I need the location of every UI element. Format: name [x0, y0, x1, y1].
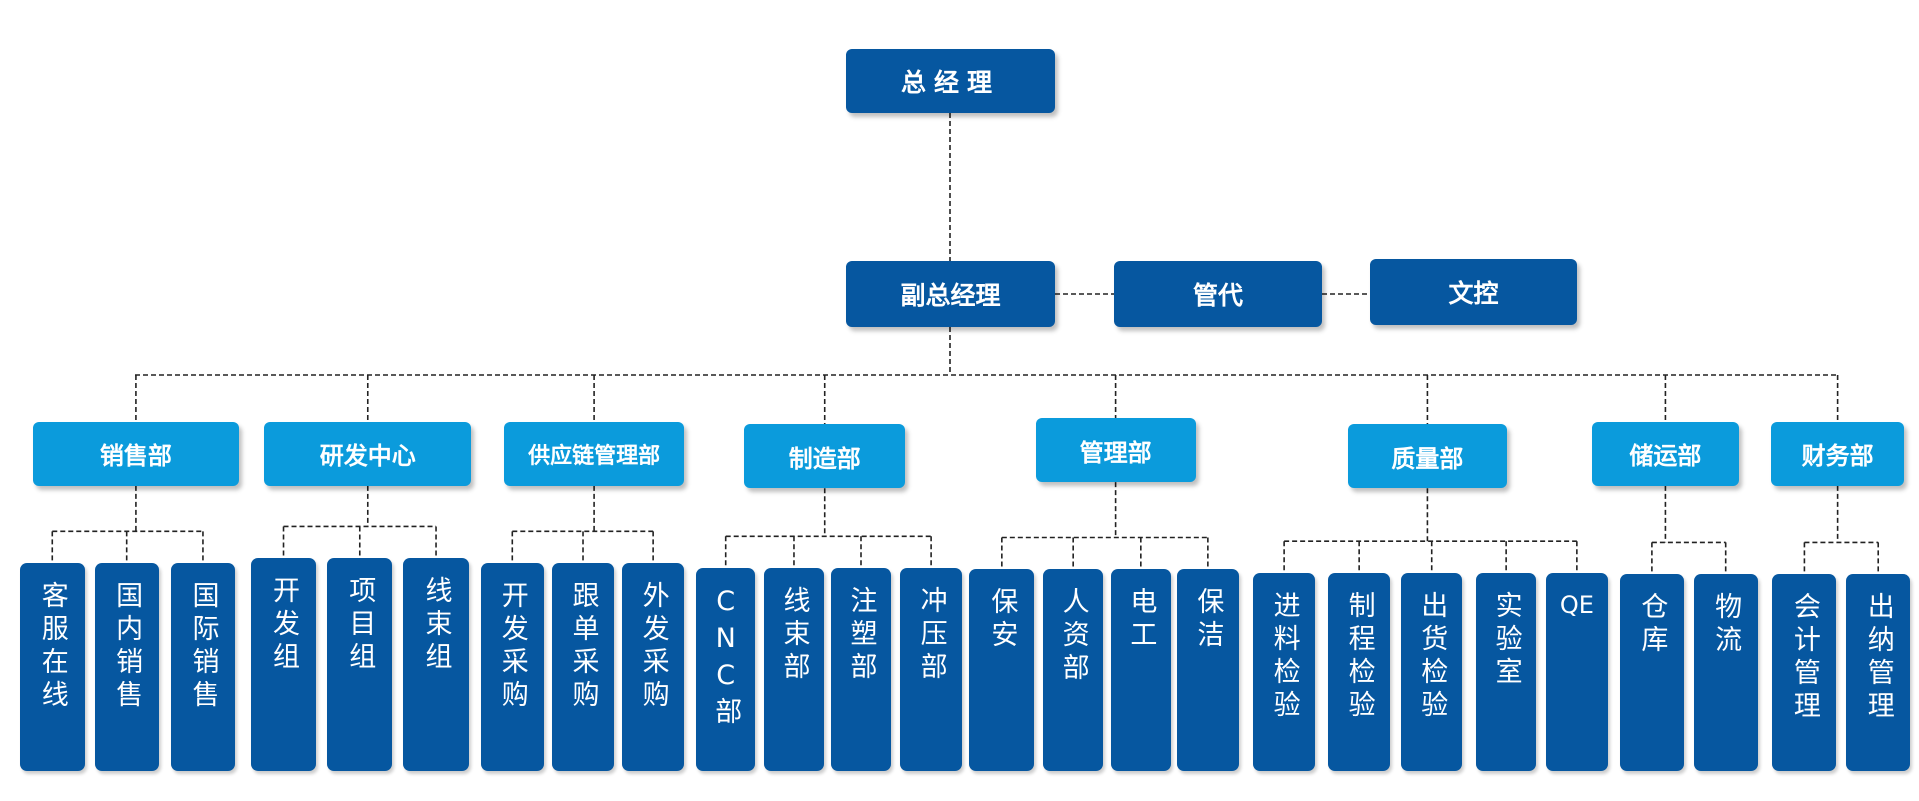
- unit-label: 保安: [986, 587, 1018, 654]
- general-manager-box[interactable]: 总经理: [846, 49, 1055, 113]
- unit-label: 电工: [1125, 587, 1157, 654]
- management-representative-label: 管代: [1192, 281, 1243, 310]
- unit-label: 出纳管理: [1862, 592, 1894, 725]
- department-label: 管理部: [1079, 438, 1152, 467]
- unit-label: QE: [1559, 591, 1594, 620]
- department-label: 质量部: [1391, 444, 1464, 473]
- unit-box[interactable]: 实验室: [1476, 573, 1537, 772]
- vice-general-manager-label: 副总经理: [900, 281, 1001, 310]
- unit-box[interactable]: 注塑部: [831, 568, 891, 772]
- unit-box[interactable]: 电工: [1110, 569, 1171, 772]
- unit-box[interactable]: QE: [1546, 573, 1608, 772]
- unit-box[interactable]: 出货检验: [1400, 573, 1463, 772]
- unit-label: 项目组: [344, 576, 376, 676]
- department-box[interactable]: 研发中心: [264, 421, 472, 486]
- unit-box[interactable]: 线束部: [763, 568, 825, 772]
- general-manager-label: 总经理: [900, 68, 1000, 97]
- department-label: 储运部: [1629, 442, 1702, 471]
- unit-box[interactable]: CNC部: [696, 568, 756, 772]
- department-box[interactable]: 质量部: [1348, 424, 1507, 489]
- department-label: 财务部: [1801, 442, 1874, 471]
- unit-label: 制程检验: [1343, 591, 1375, 724]
- unit-box[interactable]: 项目组: [327, 558, 393, 772]
- unit-label: 外发采购: [637, 581, 669, 714]
- unit-box[interactable]: 线束组: [403, 558, 469, 772]
- unit-label: 人资部: [1057, 587, 1089, 687]
- unit-label: 注塑部: [845, 586, 877, 686]
- department-box[interactable]: 供应链管理部: [504, 421, 684, 486]
- unit-label: 国内销售: [111, 581, 143, 714]
- department-box[interactable]: 管理部: [1035, 418, 1196, 483]
- department-label: 销售部: [99, 442, 172, 471]
- unit-box[interactable]: 制程检验: [1328, 573, 1390, 772]
- unit-box[interactable]: 冲压部: [900, 568, 962, 772]
- unit-label: 开发组: [268, 576, 299, 676]
- department-box[interactable]: 财务部: [1771, 421, 1905, 486]
- department-label: 制造部: [788, 444, 861, 473]
- department-box[interactable]: 制造部: [744, 424, 906, 489]
- unit-label: 进料检验: [1268, 591, 1300, 724]
- unit-box[interactable]: 人资部: [1043, 569, 1104, 772]
- unit-label: CNC部: [710, 586, 742, 731]
- unit-box[interactable]: 外发采购: [622, 563, 684, 772]
- unit-label: 仓库: [1636, 592, 1668, 659]
- unit-box[interactable]: 保洁: [1177, 569, 1239, 772]
- vice-general-manager-box[interactable]: 副总经理: [846, 261, 1055, 327]
- unit-label: 出货检验: [1416, 591, 1448, 724]
- unit-box[interactable]: 会计管理: [1772, 574, 1837, 772]
- unit-box[interactable]: 跟单采购: [552, 563, 614, 772]
- unit-label: 跟单采购: [567, 581, 599, 714]
- unit-box[interactable]: 仓库: [1619, 574, 1684, 772]
- unit-label: 国际销售: [187, 581, 219, 714]
- unit-box[interactable]: 进料检验: [1253, 573, 1315, 772]
- unit-label: 客服在线: [36, 581, 68, 714]
- department-box[interactable]: 销售部: [33, 421, 239, 486]
- unit-box[interactable]: 国内销售: [94, 563, 159, 772]
- department-box[interactable]: 储运部: [1591, 421, 1740, 486]
- unit-box[interactable]: 国际销售: [170, 563, 235, 772]
- unit-label: 线束部: [778, 586, 810, 686]
- unit-label: 保洁: [1192, 587, 1224, 654]
- unit-box[interactable]: 开发采购: [480, 563, 544, 772]
- unit-box[interactable]: 保安: [969, 569, 1035, 772]
- department-label: 供应链管理部: [528, 443, 661, 469]
- unit-label: 会计管理: [1788, 592, 1820, 725]
- unit-label: 物流: [1710, 592, 1742, 659]
- department-label: 研发中心: [319, 442, 416, 471]
- unit-label: 实验室: [1490, 591, 1522, 691]
- unit-label: 冲压部: [915, 586, 947, 686]
- unit-box[interactable]: 客服在线: [19, 563, 85, 772]
- unit-box[interactable]: 物流: [1693, 574, 1758, 772]
- document-control-label: 文控: [1448, 279, 1499, 308]
- management-representative-box[interactable]: 管代: [1114, 261, 1322, 327]
- document-control-box[interactable]: 文控: [1370, 259, 1577, 325]
- unit-box[interactable]: 开发组: [250, 558, 317, 772]
- unit-label: 开发采购: [496, 581, 528, 714]
- unit-box[interactable]: 出纳管理: [1846, 574, 1911, 772]
- unit-label: 线束组: [420, 576, 452, 676]
